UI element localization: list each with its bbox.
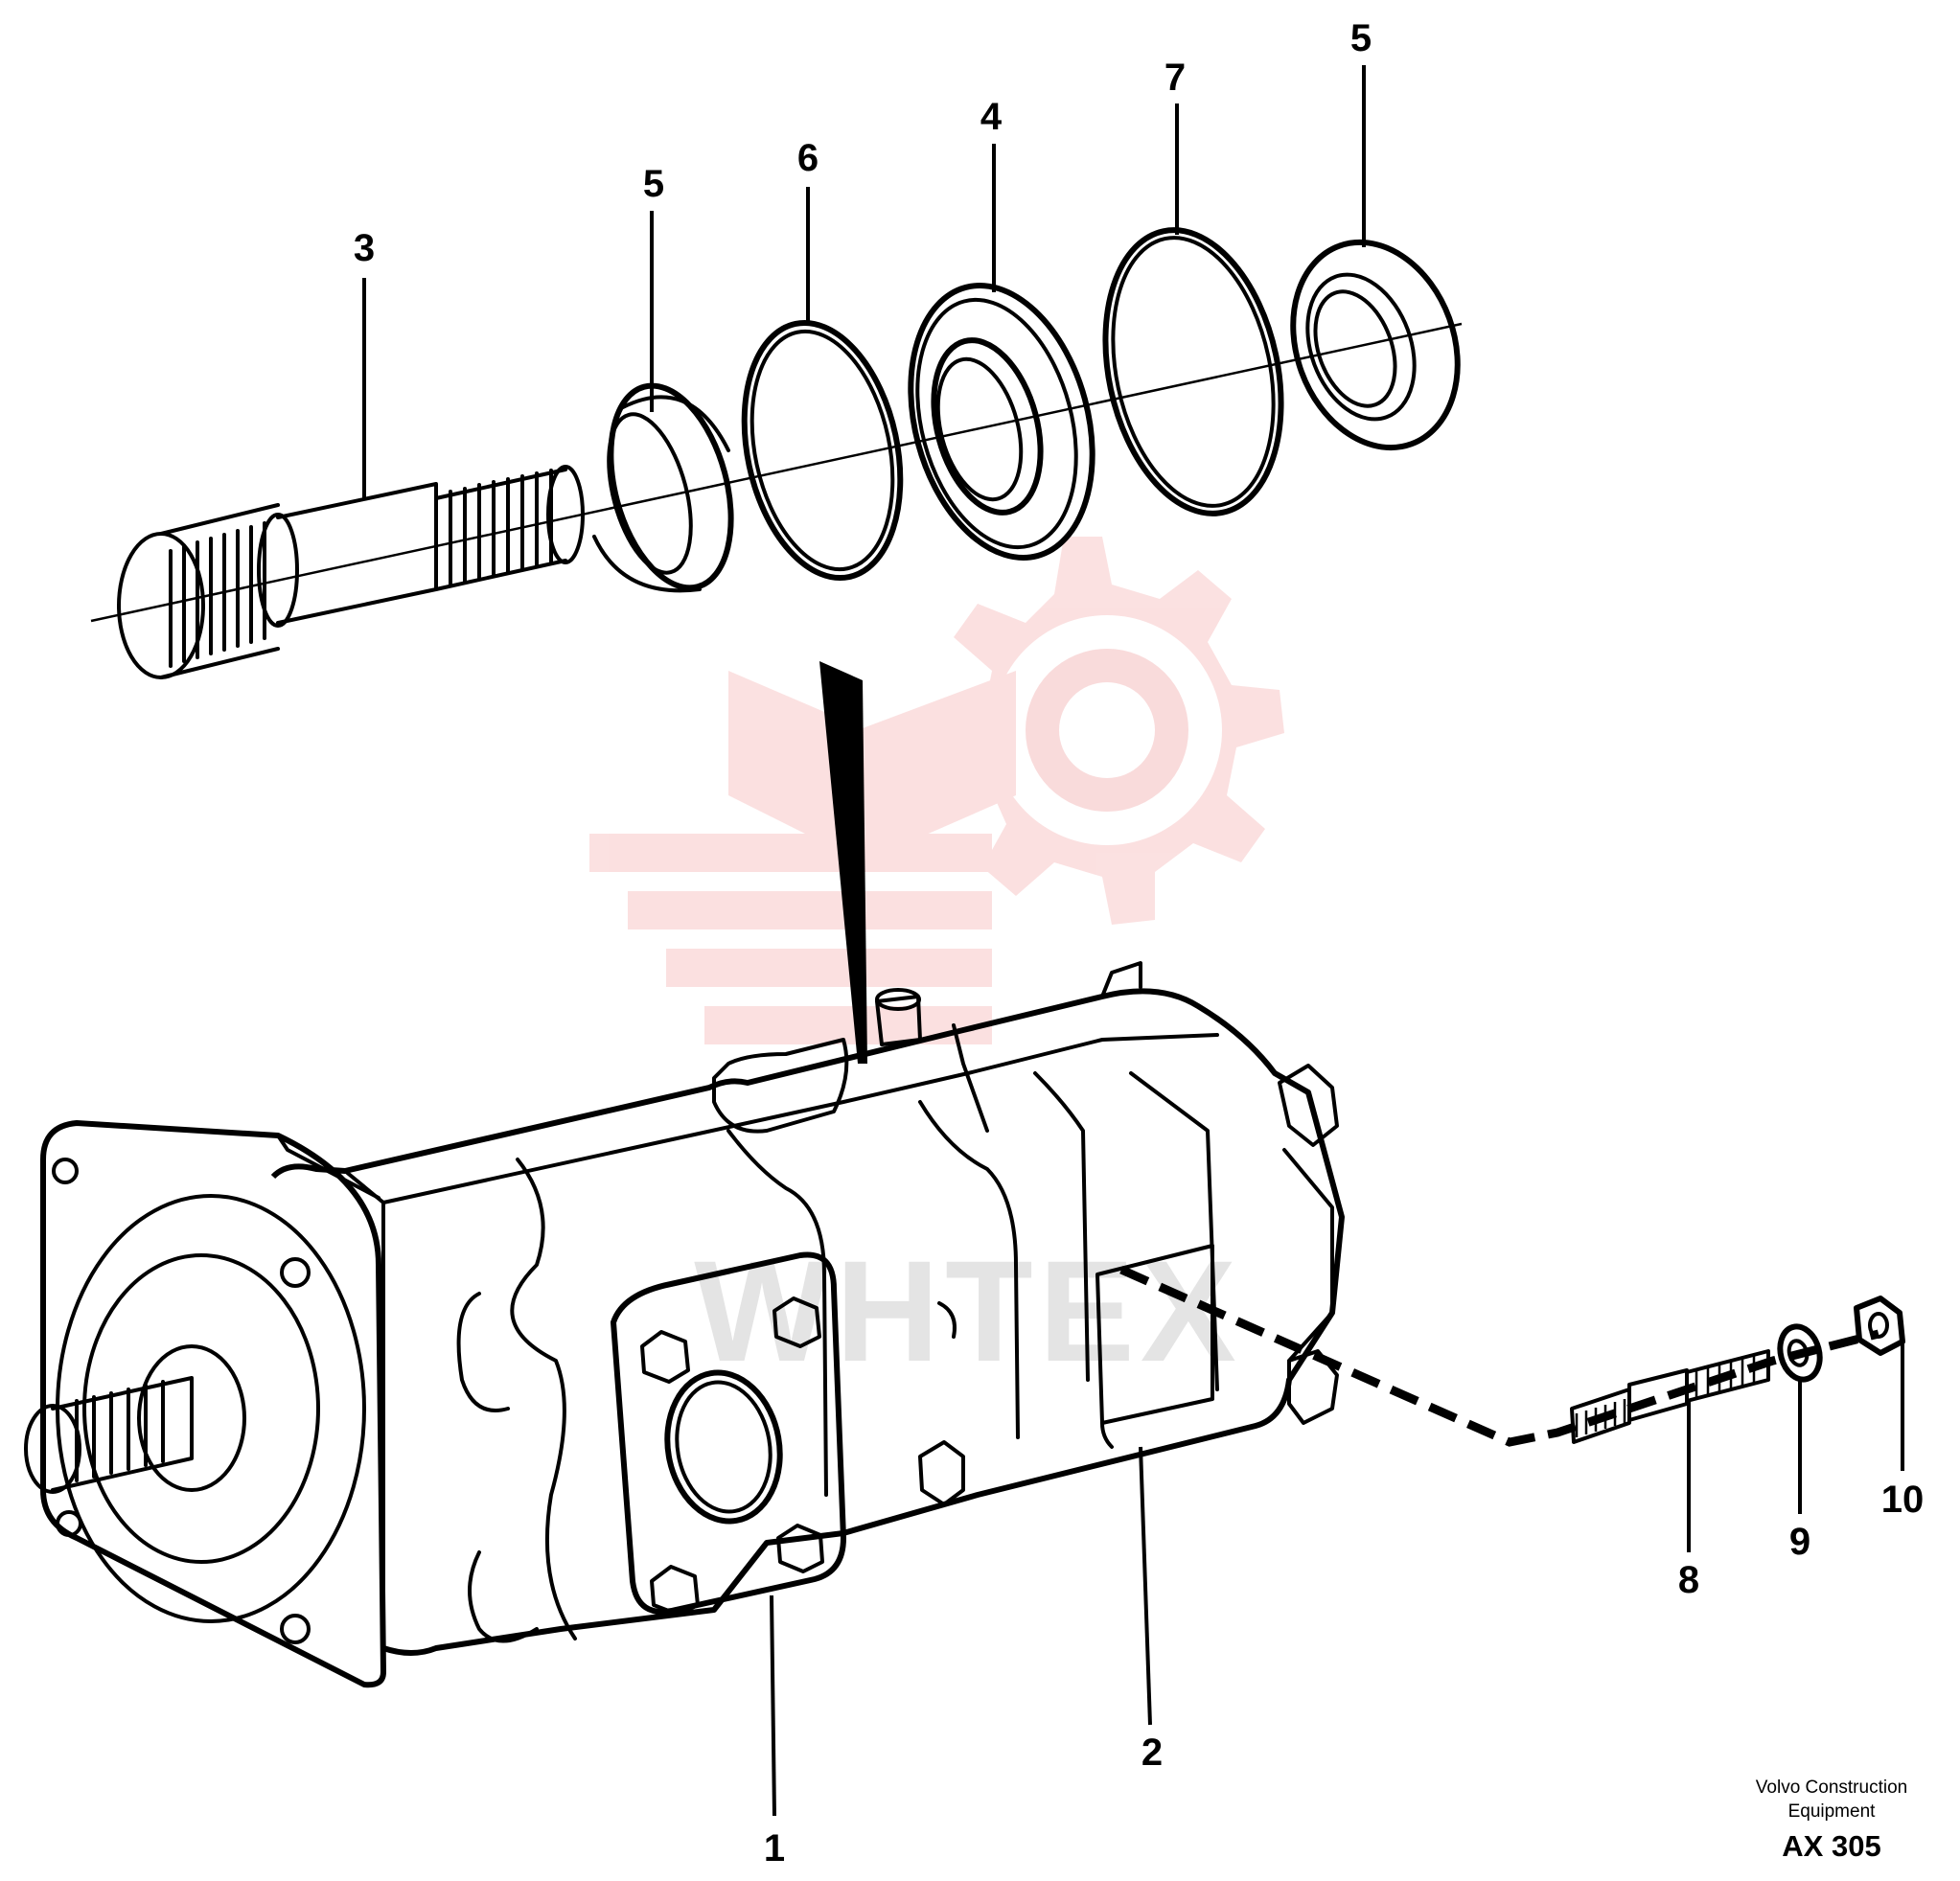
- pointer-wedge: [819, 661, 867, 1064]
- credit-line-1: Volvo Construction: [1755, 1778, 1908, 1798]
- leader-lines: [362, 65, 1904, 1817]
- callout-9: 9: [1789, 1521, 1810, 1563]
- o-ring-6: [741, 319, 904, 582]
- callout-10: 10: [1881, 1479, 1925, 1521]
- pump-assembly: [24, 961, 1345, 1688]
- splined-shaft: [117, 465, 585, 679]
- callout-4: 4: [980, 96, 1003, 138]
- watermark-logo: [589, 537, 1284, 1044]
- o-ring-7: [1102, 227, 1284, 516]
- callout-5-left: 5: [643, 163, 664, 205]
- callout-1: 1: [764, 1827, 785, 1870]
- callout-7: 7: [1164, 57, 1186, 99]
- seal-housing-4: [908, 283, 1095, 561]
- callout-3: 3: [354, 227, 375, 269]
- credit-line-2: Equipment: [1787, 1801, 1876, 1822]
- callout-labels: 3 5 6 4 7 5 1 2 8 9 10: [354, 17, 1924, 1870]
- axis-line: [90, 322, 1463, 623]
- publisher-credit: Volvo Construction Equipment AX 305: [1726, 1776, 1937, 1864]
- callout-6: 6: [797, 137, 819, 179]
- callout-2: 2: [1141, 1732, 1163, 1774]
- callout-8: 8: [1678, 1559, 1699, 1601]
- seal-ring-left: [592, 382, 734, 593]
- callout-5-right: 5: [1350, 17, 1372, 59]
- figure-code: AX 305: [1782, 1829, 1881, 1863]
- seal-ring-right: [1290, 239, 1461, 451]
- adjusting-screw-assembly: [1119, 1265, 1905, 1447]
